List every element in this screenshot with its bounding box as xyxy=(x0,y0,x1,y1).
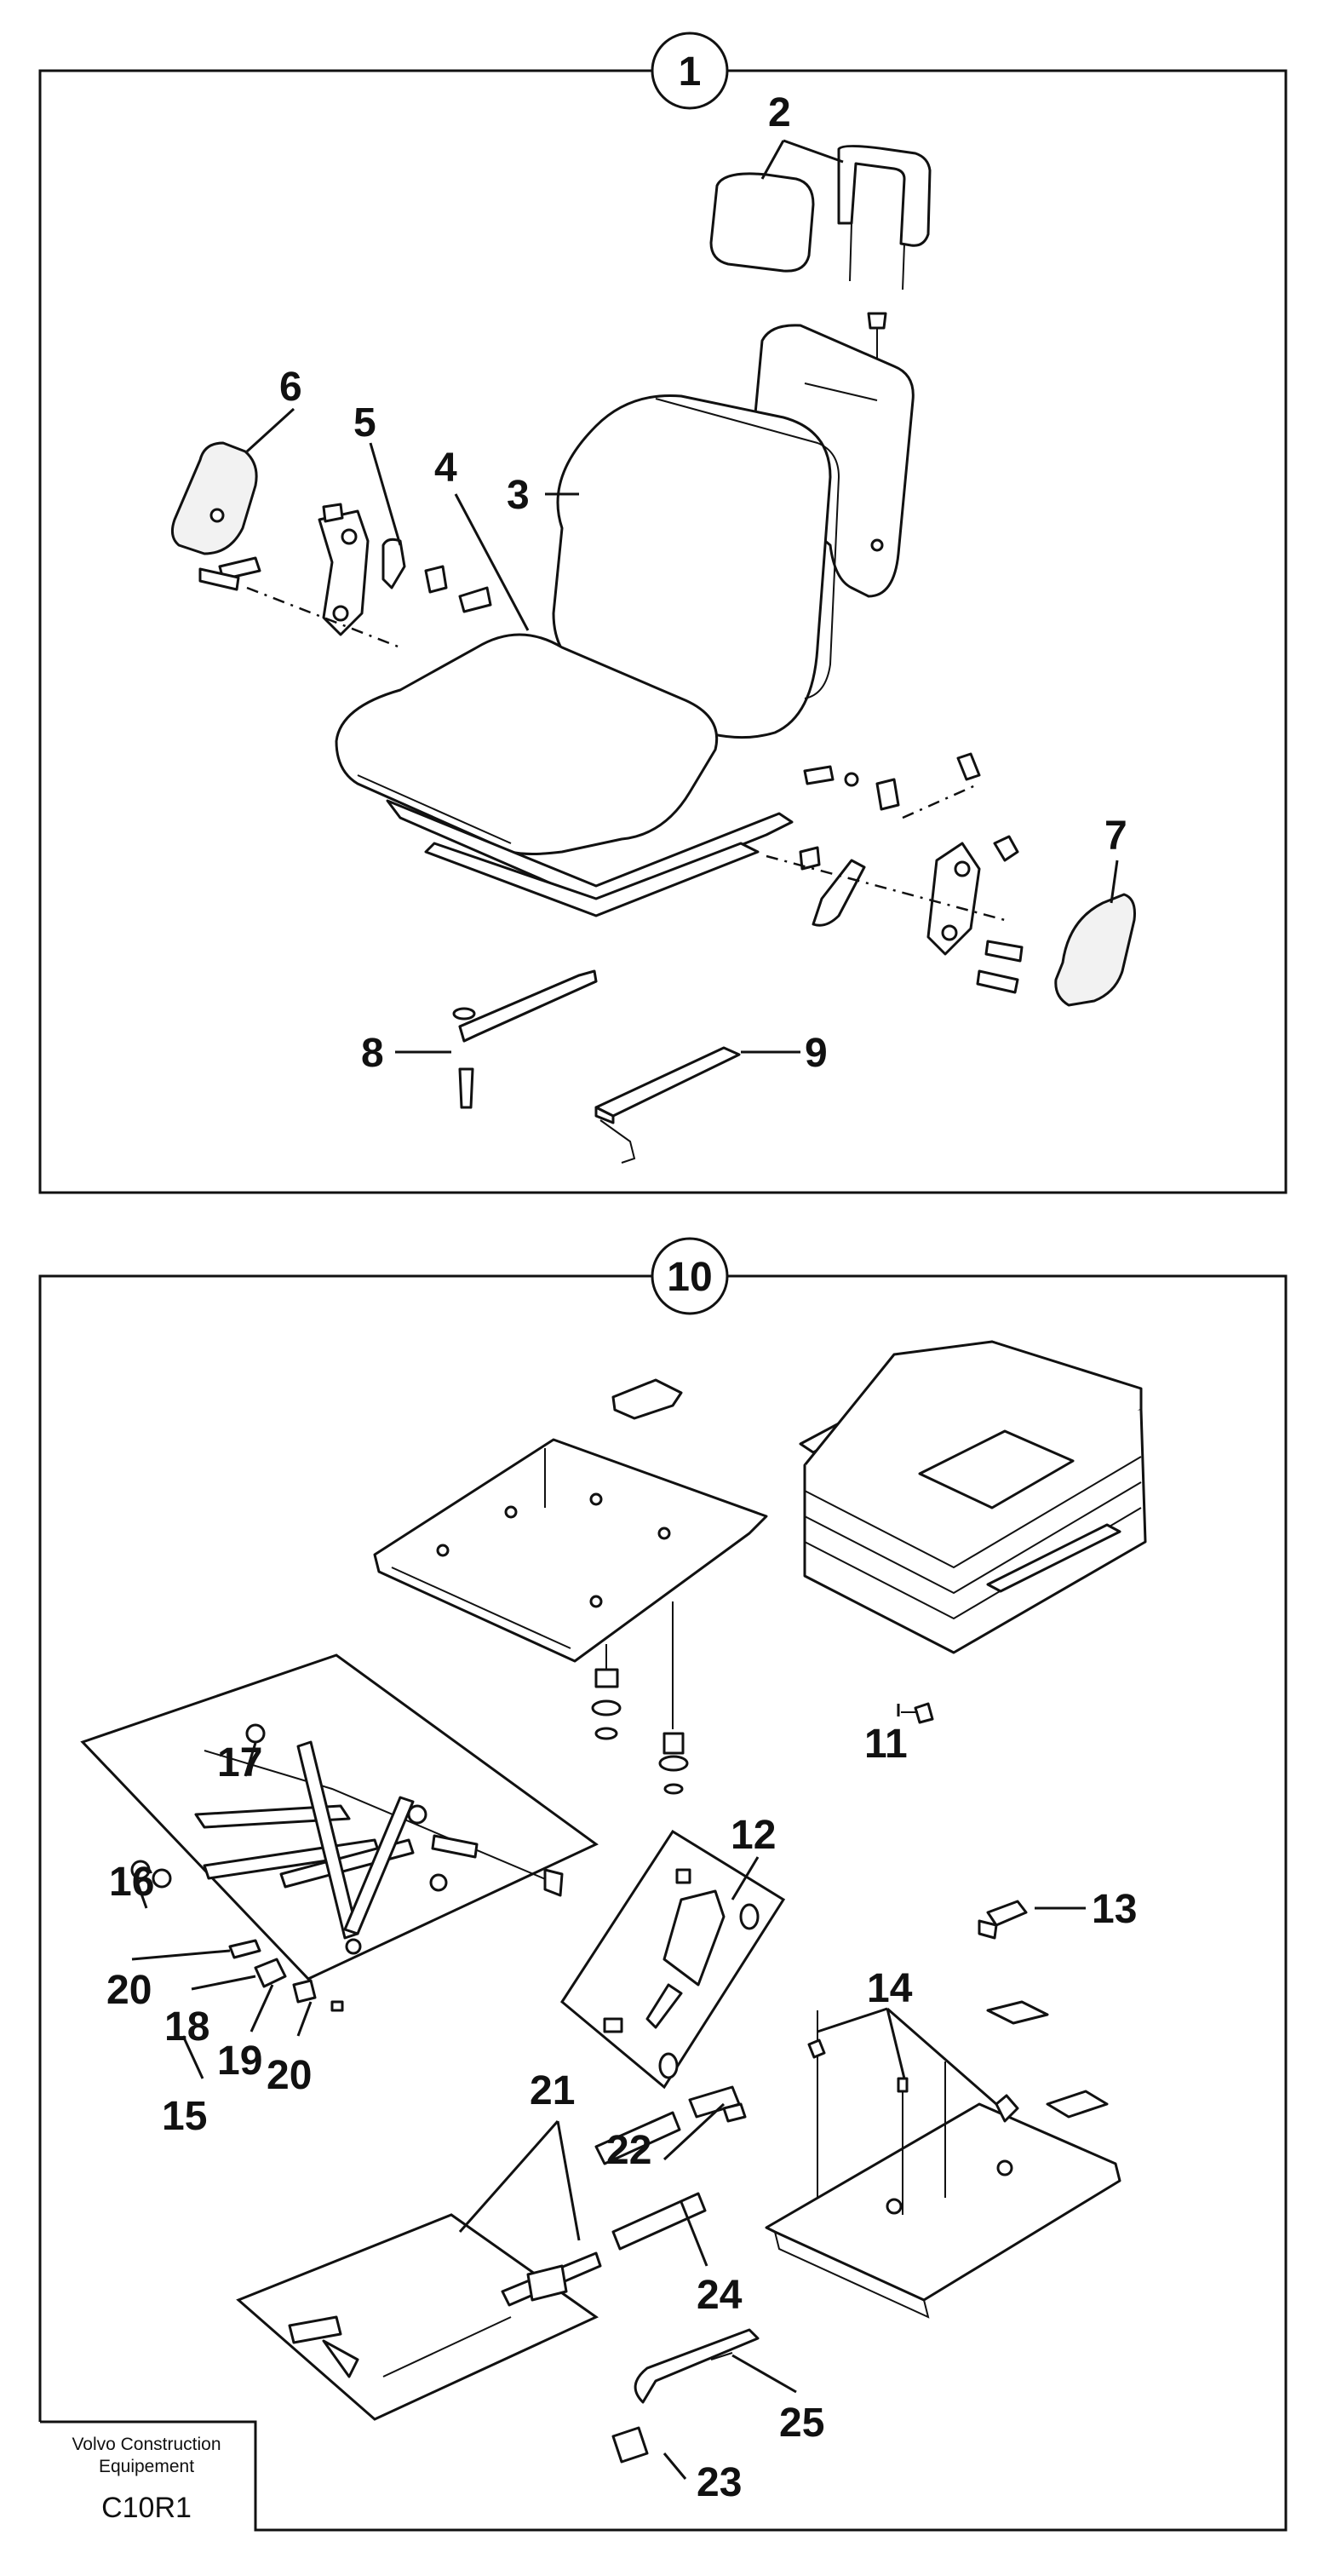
cover-right-drawing xyxy=(1054,893,1136,1007)
callout-14: 14 xyxy=(867,1966,913,2011)
callout-13: 13 xyxy=(1092,1887,1137,1932)
callout-12: 12 xyxy=(731,1813,776,1858)
panel-group-1: 1 xyxy=(38,32,1288,1194)
top-plate-drawing xyxy=(373,1378,768,1795)
callout-25: 25 xyxy=(779,2401,824,2446)
callout-24: 24 xyxy=(697,2273,743,2318)
callout-2: 2 xyxy=(768,90,791,135)
slide-rails-drawing xyxy=(452,969,741,1164)
callout-11: 11 xyxy=(864,1722,908,1767)
maker-line-2: Equipement xyxy=(99,2457,194,2476)
maker-line-1: Volvo Construction xyxy=(72,2435,221,2454)
seat-cushion-drawing xyxy=(335,633,794,917)
callout-8: 8 xyxy=(361,1031,384,1076)
callout-20-bottom: 20 xyxy=(267,2053,312,2098)
group-10-badge xyxy=(651,1237,729,1315)
left-bracket-drawing xyxy=(198,503,492,649)
callout-7: 7 xyxy=(1104,814,1127,859)
footer-block: Volvo Construction Equipement C10R1 xyxy=(72,2435,221,2524)
back-frame-drawing xyxy=(748,324,915,598)
backrest-drawing xyxy=(552,394,840,739)
panel-group-10: 10 xyxy=(38,1237,1288,2532)
callout-16: 16 xyxy=(109,1860,154,1905)
callout-15: 15 xyxy=(162,2094,207,2139)
cover-left-drawing xyxy=(170,441,258,555)
callout-17: 17 xyxy=(217,1740,262,1785)
panel-1-leaders xyxy=(245,139,1119,1054)
callout-5: 5 xyxy=(353,400,376,446)
panel-10-frame xyxy=(38,1274,1288,2532)
linkage-kit-drawing xyxy=(80,1653,599,2012)
group-10-number: 10 xyxy=(667,1255,712,1300)
callout-19: 19 xyxy=(217,2038,262,2084)
base-plate-drawing xyxy=(611,1900,1121,2464)
panel-10-leaders xyxy=(131,1704,1086,2480)
callout-23: 23 xyxy=(697,2460,742,2505)
callout-3: 3 xyxy=(507,473,530,518)
callout-21: 21 xyxy=(530,2068,575,2113)
bellows-frame-drawing xyxy=(799,1340,1147,1724)
callout-18: 18 xyxy=(164,2004,209,2050)
drawing-code: C10R1 xyxy=(101,2492,192,2524)
right-bracket-drawing xyxy=(766,752,1024,994)
callout-4: 4 xyxy=(434,446,457,491)
group-1-number: 1 xyxy=(679,49,702,95)
headrest-drawing xyxy=(709,145,932,383)
callout-6: 6 xyxy=(279,365,302,410)
callout-22: 22 xyxy=(606,2128,651,2173)
callout-20-top: 20 xyxy=(106,1968,152,2013)
group-1-badge xyxy=(651,32,729,110)
callout-9: 9 xyxy=(805,1031,828,1076)
gas-spring-drawing xyxy=(560,1829,786,2090)
